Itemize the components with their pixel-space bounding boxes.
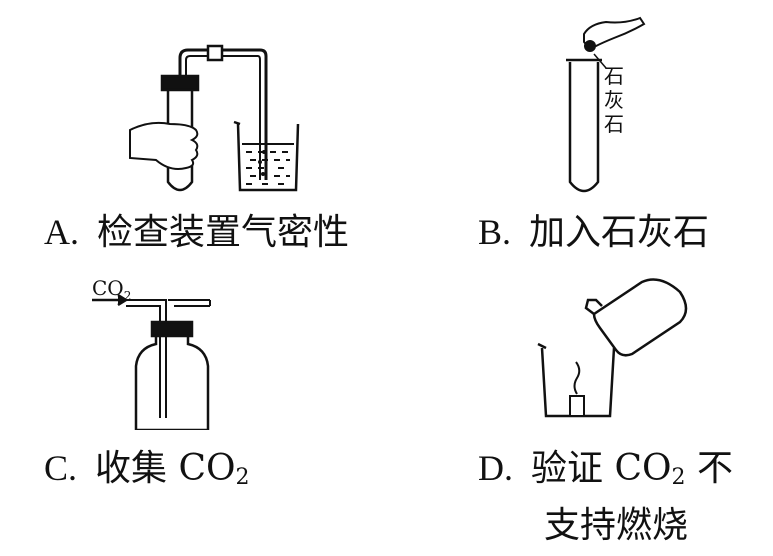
- co2-inlet-label: CO2: [92, 276, 132, 303]
- apparatus-b: [566, 16, 646, 193]
- caption-a: A.检查装置气密性: [44, 212, 350, 253]
- caption-c: C.收集 CO2: [44, 448, 250, 490]
- outlet-tube: [174, 299, 211, 307]
- apparatus-a: [129, 44, 300, 192]
- limestone-label: 石灰石: [604, 64, 624, 136]
- delivery-tube-a: [178, 48, 268, 180]
- water-a: [242, 143, 294, 185]
- rubber-stopper-c: [150, 320, 194, 338]
- apparatus-c: [92, 293, 211, 430]
- apparatus-d: [537, 278, 688, 418]
- hand-a: [129, 121, 199, 170]
- inlet-tube: [126, 299, 167, 418]
- test-tube-b: [568, 62, 600, 193]
- gas-bottle: [134, 336, 210, 430]
- bubbles-a: [258, 150, 266, 176]
- candle: [569, 395, 585, 417]
- test-tube-a: [166, 88, 194, 192]
- caption-d-line2: 支持燃烧: [544, 505, 689, 546]
- gas-bottle-d: [592, 278, 688, 357]
- beaker-a: [236, 123, 300, 192]
- rubber-stopper-a: [160, 74, 200, 92]
- smoke: [573, 361, 581, 395]
- caption-d: D.验证 CO2 不: [478, 448, 733, 490]
- caption-b: B.加入石灰石: [478, 212, 710, 253]
- limestone-piece: [584, 40, 596, 52]
